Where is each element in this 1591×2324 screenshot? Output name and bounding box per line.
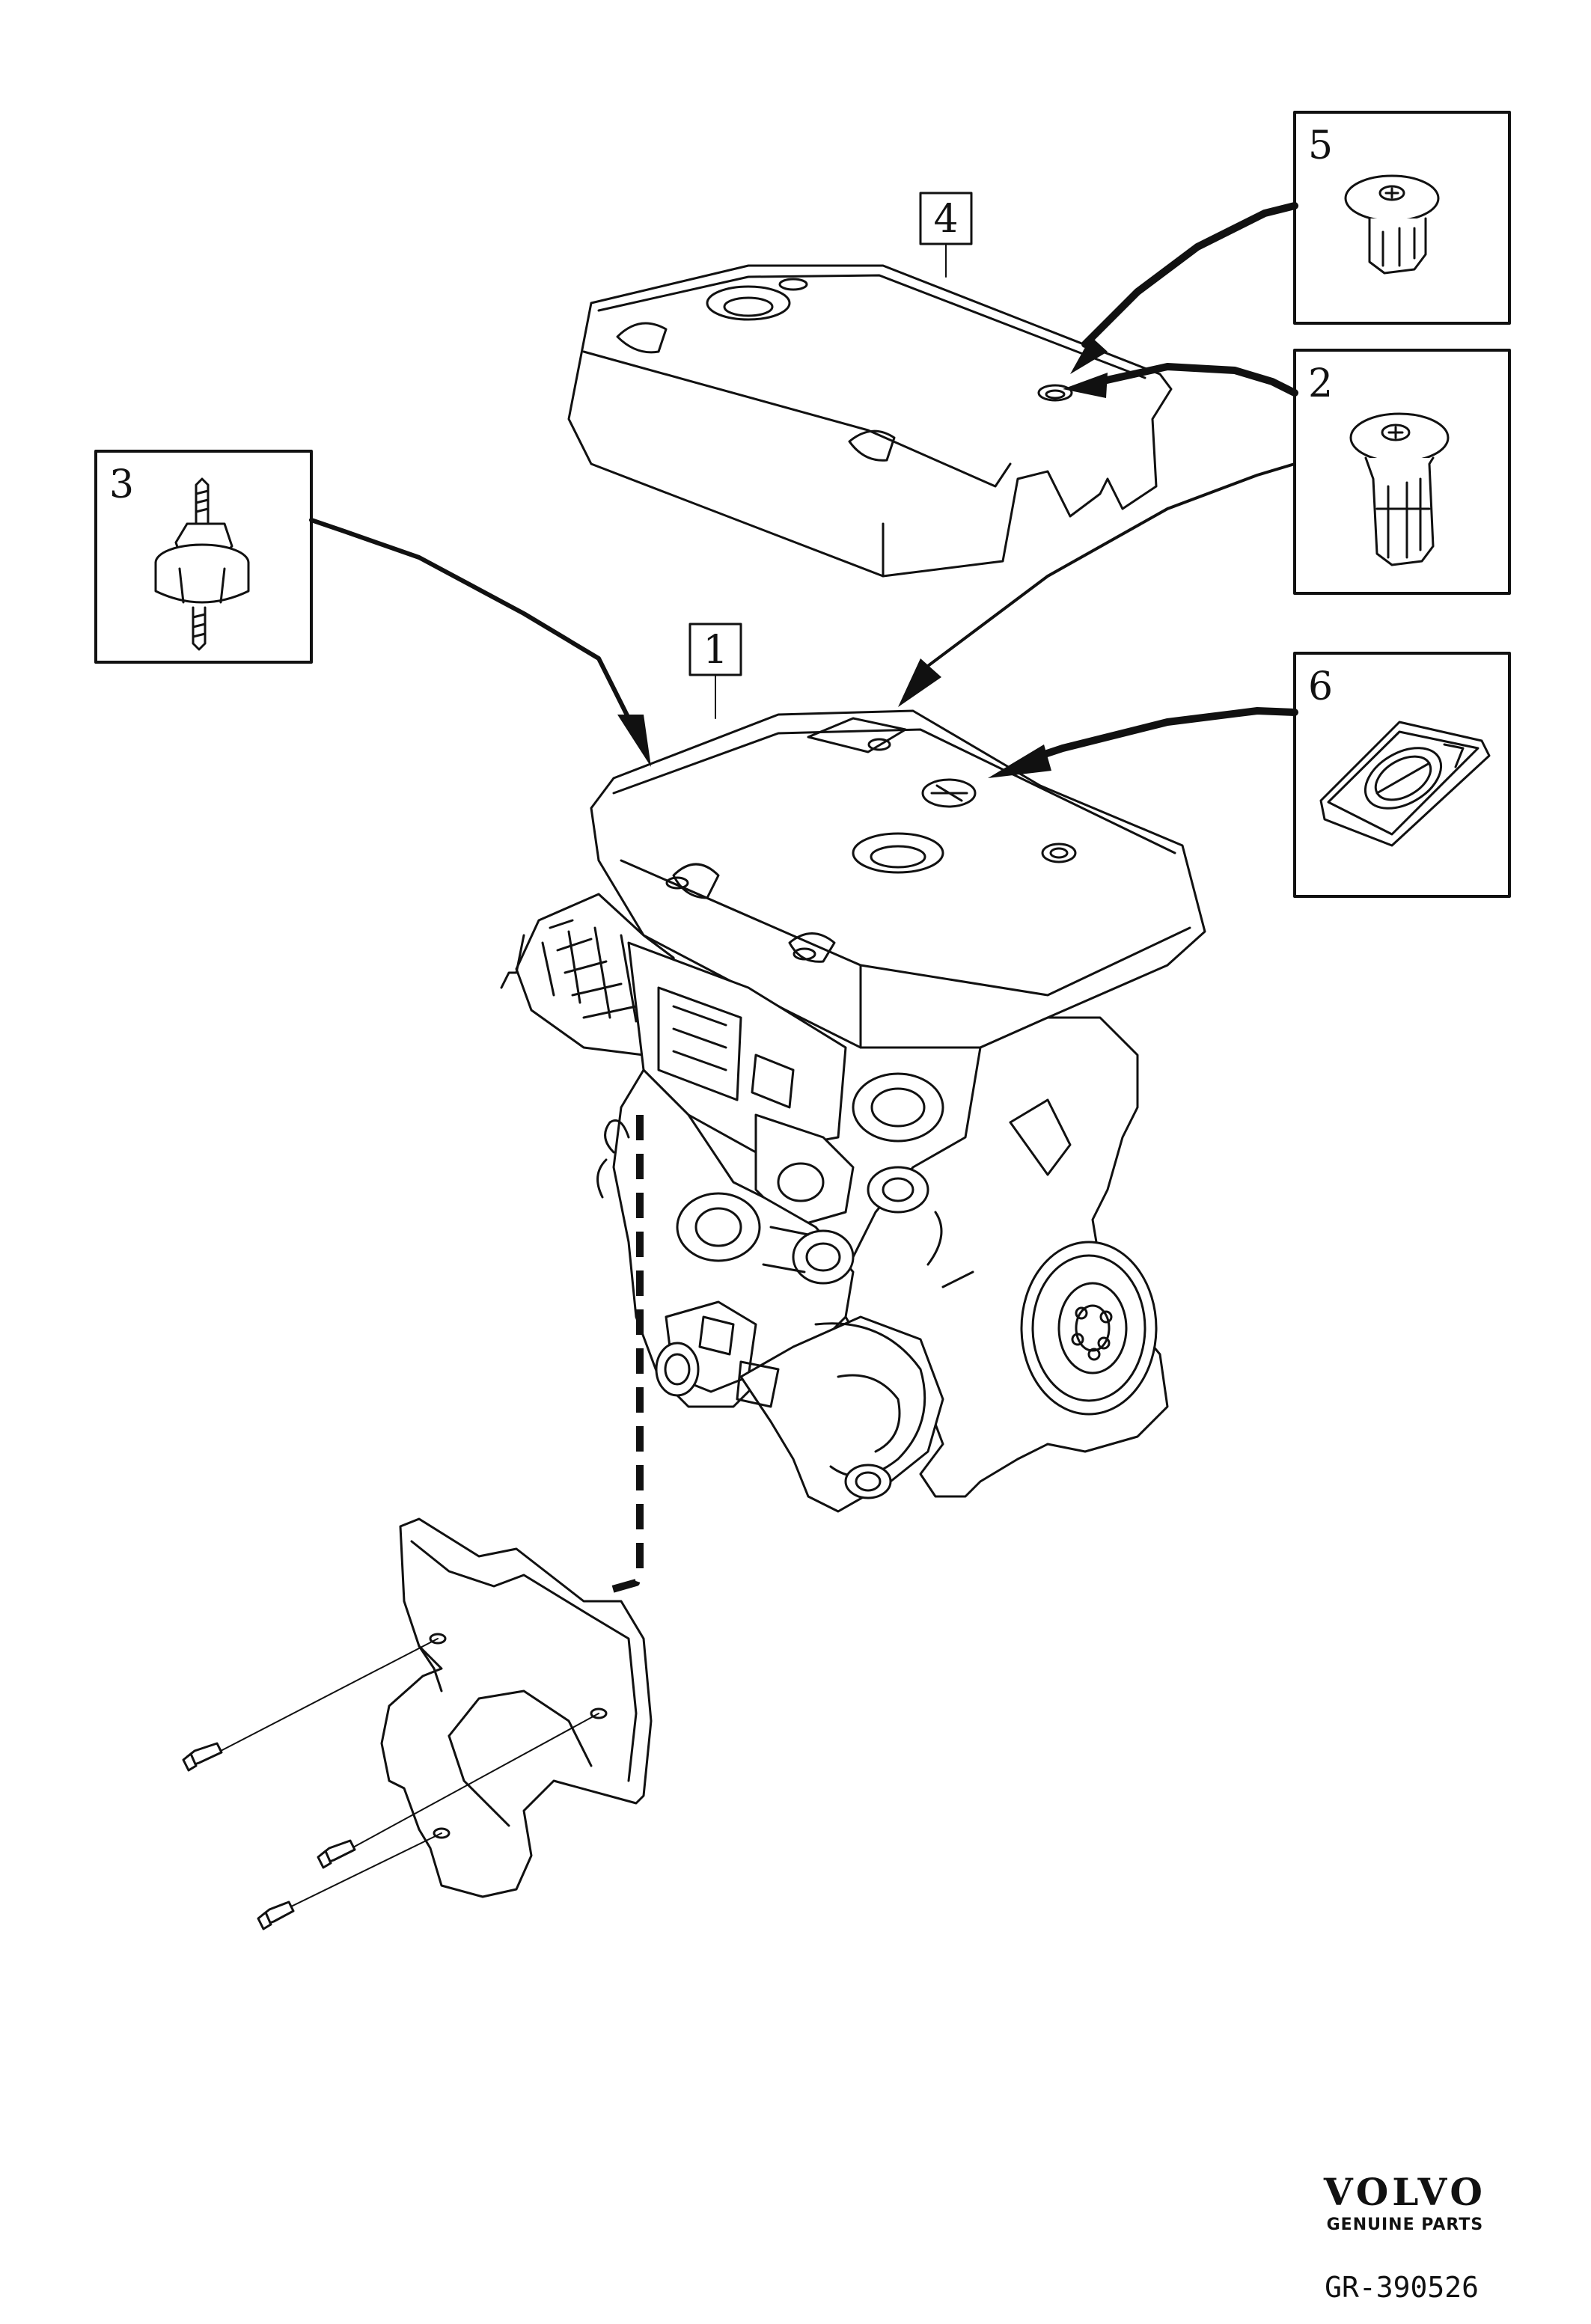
detail-box-6: 6 [1293, 652, 1511, 898]
detail-box-5: 5 [1293, 111, 1511, 325]
heat-shield-bolts [182, 1638, 599, 1930]
drawing-code: GR-390526 [1325, 2271, 1479, 2304]
svg-text:6: 6 [1308, 664, 1333, 709]
callout-4: 4 [919, 192, 973, 278]
dashed-leader-line [608, 1115, 644, 1594]
brand-subtitle: GENUINE PARTS [1326, 2216, 1484, 2234]
brand-block: VOLVO GENUINE PARTS [1323, 2170, 1486, 2235]
volvo-emblem-icon [1319, 721, 1491, 847]
svg-text:4: 4 [933, 197, 958, 242]
brand-logo: VOLVO [1323, 2170, 1486, 2214]
bolt-icon [257, 1901, 295, 1930]
detail-box-2: 2 [1293, 349, 1511, 595]
leader-arrows [309, 202, 1298, 778]
svg-text:3: 3 [109, 462, 134, 507]
stud-mount-icon [154, 477, 250, 651]
svg-text:1: 1 [703, 628, 727, 673]
detail-box-3: 3 [94, 450, 313, 664]
svg-text:2: 2 [1308, 361, 1333, 406]
engine-assembly-part [500, 709, 1206, 1513]
heat-shield-part [380, 1517, 653, 1898]
svg-text:5: 5 [1308, 123, 1333, 168]
bolt-icon [182, 1742, 223, 1772]
callout-1: 1 [688, 623, 742, 719]
engine-cover-part [567, 264, 1173, 578]
bolt-icon [317, 1839, 356, 1869]
clip-fastener-icon [1344, 174, 1440, 275]
clip-fastener-icon [1349, 412, 1450, 566]
